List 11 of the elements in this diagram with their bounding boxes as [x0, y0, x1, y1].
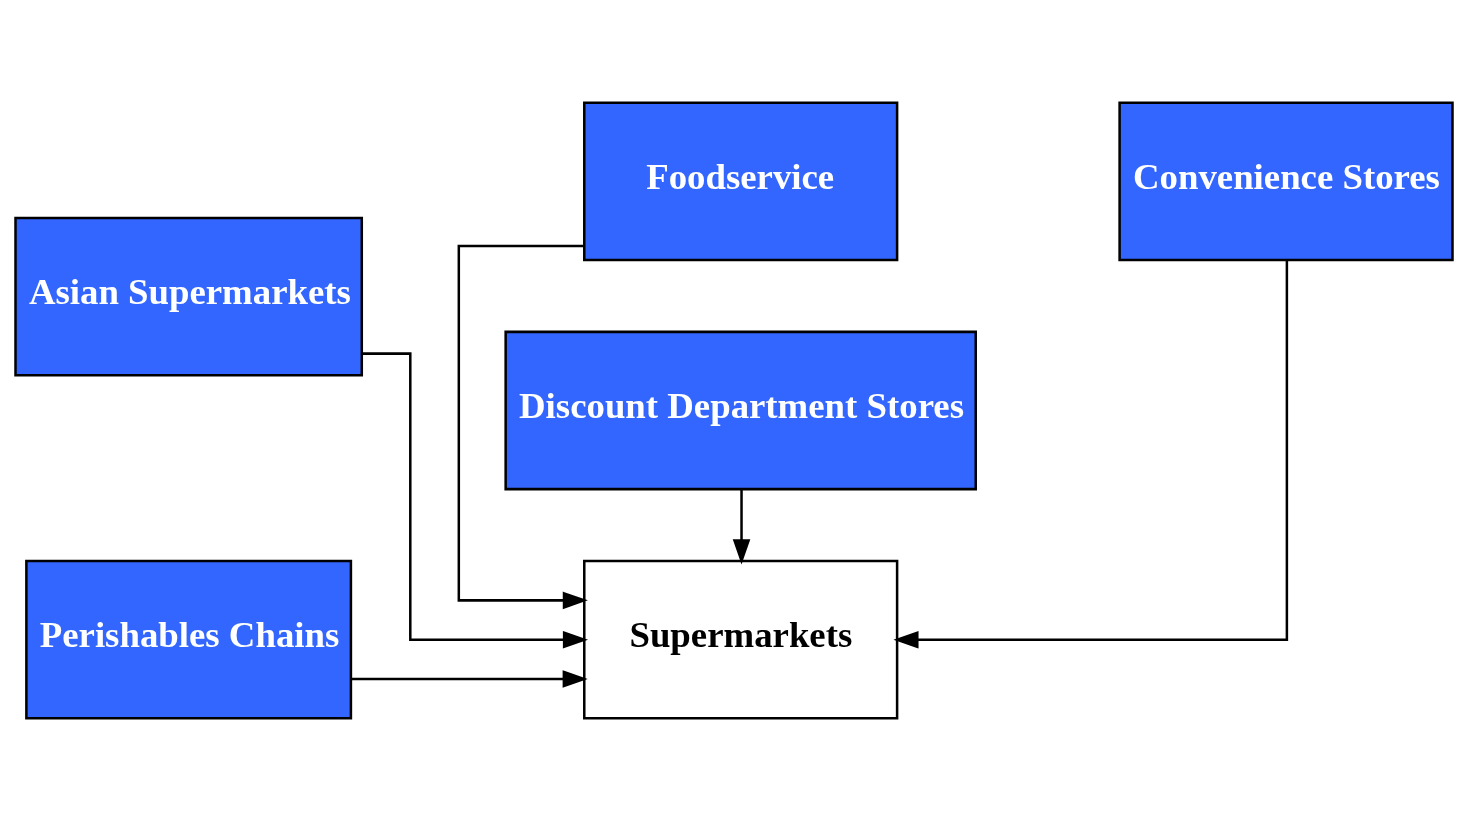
node-box: Perishables Chains — [25, 559, 353, 720]
arrow — [362, 352, 588, 649]
node-box: Foodservice — [583, 101, 899, 262]
node-box: Supermarkets — [583, 559, 899, 720]
arrow — [732, 489, 751, 565]
arrow — [457, 244, 588, 610]
node-box: Convenience Stores — [1118, 101, 1454, 262]
node-box: Asian Supermarkets — [14, 216, 364, 377]
arrow — [351, 670, 588, 688]
node-box: Discount Department Stores — [504, 330, 977, 491]
arrow — [893, 260, 1289, 649]
